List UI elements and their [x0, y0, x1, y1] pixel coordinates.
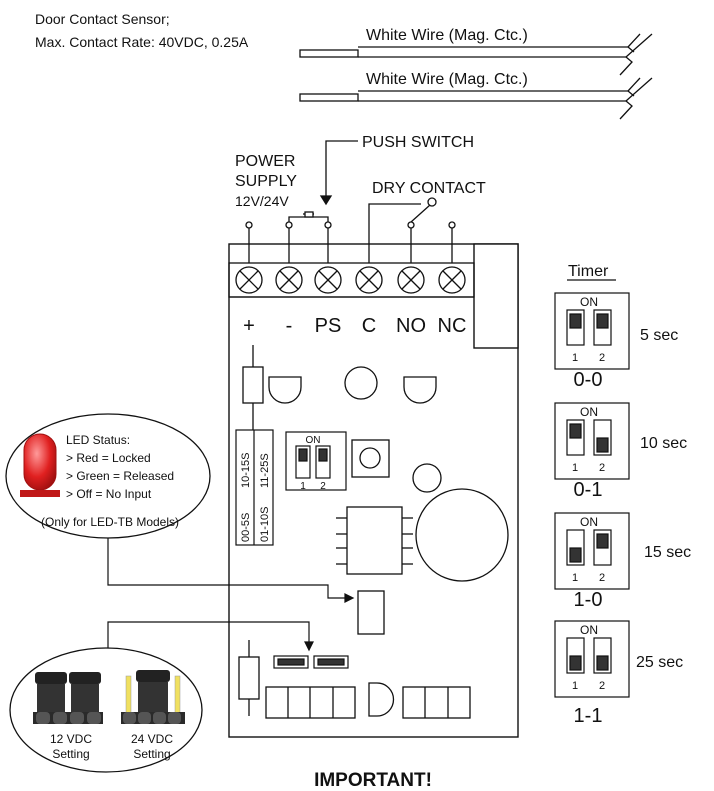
- board-dip-num-1: 1: [300, 481, 306, 492]
- jumper-12vdc-label-line1: 12 VDC: [50, 732, 92, 746]
- wire-2-label: White Wire (Mag. Ctc.): [366, 71, 528, 88]
- jumper-24vdc-label-line1: 24 VDC: [131, 732, 173, 746]
- timer-15sec-label: 15 sec: [644, 544, 691, 561]
- board-timer-label-00-5s: 00-5S: [240, 513, 252, 542]
- led-status-off: > Off = No Input: [66, 487, 152, 501]
- board-timer-label-01-10s: 01-10S: [259, 507, 271, 542]
- timer-5sec-label: 5 sec: [640, 327, 678, 344]
- timer-code-1-0: 1-0: [574, 589, 603, 611]
- timer-5sec-on: ON: [580, 295, 598, 309]
- timer-10sec-label: 10 sec: [640, 435, 687, 452]
- timer-10sec-num2: 2: [599, 462, 605, 474]
- terminal-ps: PS: [315, 315, 342, 337]
- power-supply-label-line1: POWER: [235, 153, 295, 170]
- timer-25sec-on: ON: [580, 623, 598, 637]
- wire-1-label: White Wire (Mag. Ctc.): [366, 27, 528, 44]
- timer-15sec-num1: 1: [572, 572, 578, 584]
- dry-contact-label: DRY CONTACT: [372, 180, 486, 197]
- timer-5sec-num1: 1: [572, 352, 578, 364]
- board-top-right-block: [473, 243, 519, 349]
- board-components: [238, 345, 509, 719]
- white-wire-2: [299, 77, 653, 120]
- jumper-12vdc-label-line2: Setting: [52, 747, 89, 761]
- timer-25sec-num2: 2: [599, 680, 605, 692]
- timer-dip-5sec: [554, 292, 630, 370]
- timer-5sec-num2: 2: [599, 352, 605, 364]
- terminal-no: NO: [396, 315, 426, 337]
- board-timer-label-11-25s: 11-25S: [259, 453, 271, 488]
- push-switch-leader: [319, 140, 358, 206]
- power-supply-voltage: 12V/24V: [235, 193, 289, 209]
- timer-dip-25sec: [554, 620, 630, 698]
- led-icon: [20, 433, 60, 497]
- board-dip-on-label: ON: [306, 435, 321, 446]
- leader-lines: [107, 530, 355, 655]
- timer-title: Timer: [568, 263, 609, 280]
- terminal-minus: -: [286, 315, 293, 337]
- sensor-rating: Max. Contact Rate: 40VDC, 0.25A: [35, 34, 249, 50]
- board-timer-label-box: [235, 429, 274, 546]
- timer-15sec-num2: 2: [599, 572, 605, 584]
- terminal-nc: NC: [438, 315, 467, 337]
- white-wire-1: [299, 33, 653, 76]
- terminal-block: [228, 262, 475, 298]
- led-status-note: (Only for LED-TB Models): [41, 515, 179, 529]
- timer-10sec-on: ON: [580, 405, 598, 419]
- timer-25sec-label: 25 sec: [636, 654, 683, 671]
- timer-dip-10sec: [554, 402, 630, 480]
- timer-10sec-num1: 1: [572, 462, 578, 474]
- timer-code-0-1: 0-1: [574, 479, 603, 501]
- jumper-24vdc-icon: [121, 670, 185, 724]
- power-supply-label-line2: SUPPLY: [235, 173, 297, 190]
- led-status-red: > Red = Locked: [66, 451, 151, 465]
- led-status-green: > Green = Released: [66, 469, 174, 483]
- timer-dip-15sec: [554, 512, 630, 590]
- timer-25sec-num1: 1: [572, 680, 578, 692]
- timer-15sec-on: ON: [580, 515, 598, 529]
- board-timer-label-10-15s: 10-15S: [240, 453, 252, 488]
- board-jumper-blocks: [273, 655, 349, 669]
- led-status-title: LED Status:: [66, 433, 130, 447]
- jumper-12vdc-icon: [33, 672, 103, 724]
- terminal-plus: +: [243, 315, 255, 337]
- sensor-title: Door Contact Sensor;: [35, 11, 170, 27]
- timer-code-0-0: 0-0: [574, 369, 603, 391]
- led-status-callout: [5, 413, 211, 539]
- important-heading: IMPORTANT!: [314, 770, 432, 791]
- board-dip-switch: [285, 431, 347, 491]
- jumper-24vdc-label-line2: Setting: [133, 747, 170, 761]
- board-dip-num-2: 2: [320, 481, 326, 492]
- push-switch-label: PUSH SWITCH: [362, 134, 474, 151]
- terminal-leads: [245, 197, 456, 263]
- timer-code-1-1: 1-1: [574, 705, 603, 727]
- terminal-c: C: [362, 315, 376, 337]
